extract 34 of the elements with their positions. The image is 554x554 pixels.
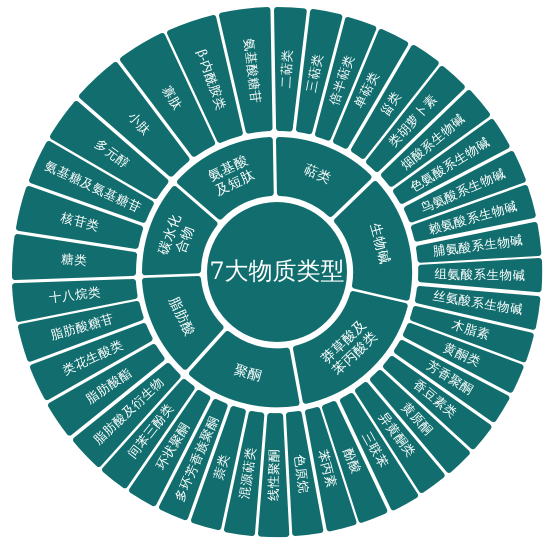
segment-label: 核苷类 [59,210,101,234]
segment-label: 萘类 [211,452,232,482]
segment-label: 酚酸 [340,446,364,476]
segment-label: 碳水化合物 [155,210,198,258]
segment-label: 色原烷 [291,453,310,494]
segment-label: 丝氨酸系生物碱 [431,289,524,318]
outer-ring-segment [274,7,307,132]
segment-label: 脂肪酸 [165,294,198,339]
segment-label: 十八烷类 [48,285,102,306]
segment-label: 二萜类 [279,49,296,90]
segment-label: 萜类 [301,162,334,188]
segment-label: 线性聚酮 [266,448,282,502]
segment-label: 混源萜类 [237,446,259,500]
segment-label: 氨基酸糖苷 [241,37,264,104]
segment-label: 苯丙素 [315,448,339,490]
segment-label: 生物碱 [366,221,392,266]
inner-ring-segment [276,137,372,217]
outer-ring-segment [12,234,138,280]
segment-label: 脂肪酸糖苷 [48,311,115,343]
segment-label: 糖类 [60,252,88,268]
segment-label: 脯氨酸系生物碱 [432,233,524,259]
segment-label: 氨基酸及短肽 [206,152,259,200]
segment-label: β-内酰胺类 [194,48,228,112]
segment-label: 寡肽 [160,83,186,113]
segment-label: 小肽 [124,109,153,138]
segment-label: 甾类 [378,89,404,119]
segment-label: 组氨酸系生物碱 [434,266,526,283]
center-label: 7大物质类型 [209,258,345,286]
segment-label: 聚酮 [232,362,264,385]
inner-ring-segment [292,291,408,404]
segment-label: 三萜类 [304,52,326,94]
segment-label: 木脂素 [450,318,492,342]
segment-label: 多元醇 [92,136,132,171]
segment-label: 莽草酸及苯丙酸类 [318,316,382,380]
